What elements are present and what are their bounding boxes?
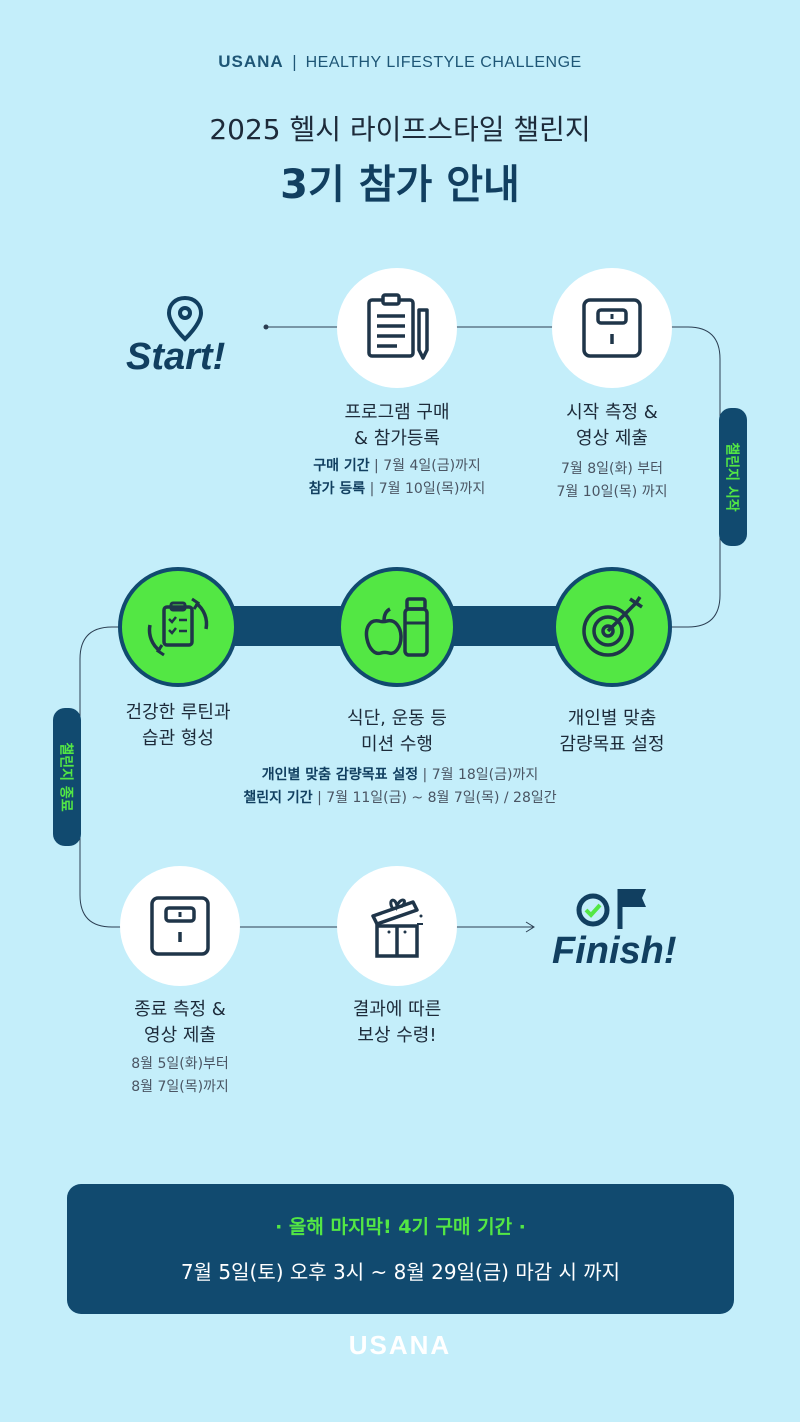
step-purchase-details: 구매 기간 | 7월 4일(금)까지 참가 등록 | 7월 10일(목)까지 (262, 455, 532, 501)
footer-logo: USANA (348, 1330, 452, 1360)
step-routine-circle (118, 567, 238, 687)
step-end-measure-dates: 8월 5일(화)부터 8월 7일(목)까지 (131, 1056, 229, 1095)
detail-row: 챌린지 기간 | 7월 11일(금) ~ 8월 7일(목) / 28일간 (243, 790, 557, 806)
challenge-period-details: 개인별 맞춤 감량목표 설정 | 7월 18일(금)까지 챌린지 기간 | 7월… (180, 764, 620, 810)
scale-icon (582, 298, 642, 358)
page-title: 2025 헬시 라이프스타일 챌린지 (209, 113, 591, 146)
banner-heading: · 올해 마지막! 4기 구매 기간 · (275, 1216, 526, 1238)
step-target-circle (552, 567, 672, 687)
target-arrow-icon (582, 596, 643, 657)
challenge-start-tab: 챌린지 시작 (719, 408, 747, 546)
brand-separator: | (291, 52, 298, 71)
step-start-measure-title: 시작 측정 & 영상 제출 (566, 402, 658, 449)
brand-logo: USANA (218, 52, 284, 71)
step-purchase-title: 프로그램 구매 & 참가등록 (344, 402, 450, 449)
next-round-banner: · 올해 마지막! 4기 구매 기간 · 7월 5일(토) 오후 3시 ~ 8월… (67, 1184, 734, 1314)
brand-tagline: HEALTHY LIFESTYLE CHALLENGE (305, 54, 582, 71)
step-start-measure-circle (552, 268, 672, 388)
step-purchase-circle (337, 268, 457, 388)
step-target-title: 개인별 맞춤 감량목표 설정 (559, 708, 665, 755)
detail-row: 참가 등록 | 7월 10일(목)까지 (308, 481, 486, 497)
step-end-measure-title: 종료 측정 & 영상 제출 (134, 999, 226, 1046)
brand-bar: USANA | HEALTHY LIFESTYLE CHALLENGE (0, 52, 800, 72)
scale-icon (150, 896, 210, 956)
page-headline: 3기 참가 안내 (280, 162, 520, 208)
finish-label: Finish! (552, 930, 677, 972)
banner-period: 7월 5일(토) 오후 3시 ~ 8월 29일(금) 마감 시 까지 (180, 1260, 621, 1284)
step-mission-circle (337, 567, 457, 687)
step-start-measure-dates: 7월 8일(화) 부터 7월 10일(목) 까지 (556, 461, 668, 500)
location-pin-icon (163, 294, 207, 344)
detail-row: 개인별 맞춤 감량목표 설정 | 7월 18일(금)까지 (261, 767, 539, 783)
clipboard-pen-icon (367, 293, 429, 360)
detail-row: 구매 기간 | 7월 4일(금)까지 (313, 458, 481, 474)
step-routine-title: 건강한 루틴과 습관 형성 (125, 702, 231, 749)
step-end-measure-circle (120, 866, 240, 986)
clipboard-cycle-icon (147, 597, 209, 657)
gift-box-icon (371, 898, 423, 958)
step-mission-title: 식단, 운동 등 미션 수행 (347, 708, 447, 755)
apple-shaker-icon (364, 597, 429, 657)
step-reward-circle (337, 866, 457, 986)
challenge-end-tab: 챌린지 종료 (53, 708, 81, 846)
step-reward-title: 결과에 따른 보상 수령! (352, 999, 442, 1046)
start-label: Start! (126, 336, 226, 378)
flag-check-icon (576, 883, 656, 931)
